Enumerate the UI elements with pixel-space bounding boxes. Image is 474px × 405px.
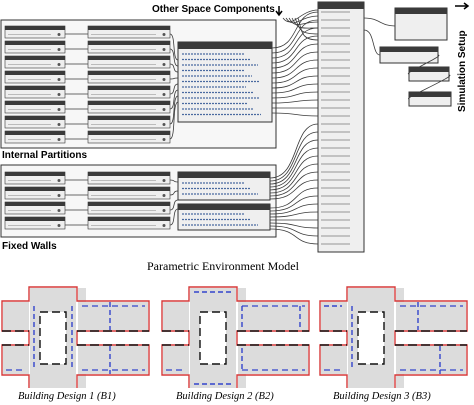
floor-plan-b3 xyxy=(319,286,468,388)
environment-components-node xyxy=(317,1,365,253)
internal-partitions-label: Internal Partitions xyxy=(2,150,88,161)
floor-plan-b2 xyxy=(161,286,310,388)
right-arrow-icon xyxy=(455,2,470,10)
code-block-node-walls-b xyxy=(177,203,271,231)
design-caption-b1: Building Design 1 (B1) xyxy=(18,391,116,402)
design-caption-b3: Building Design 3 (B3) xyxy=(333,391,431,402)
building-designs-row xyxy=(1,286,468,388)
design-caption-b2: Building Design 2 (B2) xyxy=(176,391,274,402)
fixed-walls-label: Fixed Walls xyxy=(2,241,57,252)
floor-plan-b1 xyxy=(1,286,150,388)
connection-wires xyxy=(64,9,319,245)
simulation-setup-nodes xyxy=(363,7,452,107)
dynamo-graph-diagram xyxy=(0,1,470,253)
slider-nodes xyxy=(4,25,171,230)
diagram-caption: Parametric Environment Model xyxy=(147,259,299,273)
other-space-components-label: Other Space Components xyxy=(152,4,275,15)
down-arrow-icon xyxy=(275,6,283,17)
simulation-setup-label: Simulation Setup xyxy=(457,30,468,112)
code-block-node-walls-a xyxy=(177,171,271,201)
code-block-node-partitions xyxy=(177,41,273,123)
